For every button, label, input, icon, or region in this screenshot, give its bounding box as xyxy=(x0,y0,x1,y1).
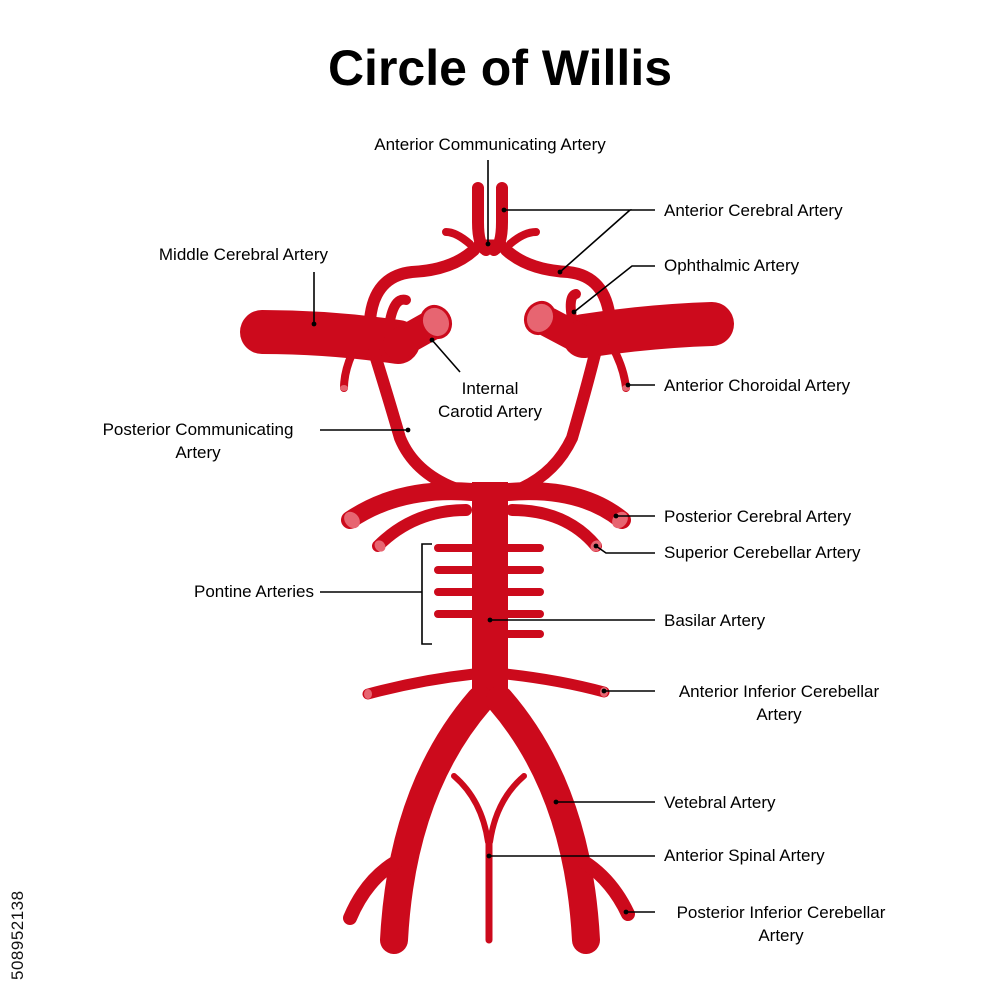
page-title: Circle of Willis xyxy=(327,40,673,96)
leader-dots xyxy=(311,207,631,915)
superior-cerebellar-artery-right xyxy=(506,504,602,552)
label-posterior-cerebral-artery: Posterior Cerebral Artery xyxy=(664,507,852,526)
label-pontine-arteries: Pontine Arteries xyxy=(193,582,314,601)
superior-cerebellar-artery-left xyxy=(372,504,472,552)
anterior-choroidal-artery-right xyxy=(608,342,630,392)
anterior-spinal-branch-left xyxy=(451,773,491,845)
leader-dot xyxy=(486,853,492,859)
label-anterior-choroidal-artery: Anterior Choroidal Artery xyxy=(664,376,851,395)
aca-branch-left xyxy=(442,228,474,248)
anterior-choroidal-opening-left xyxy=(340,385,348,391)
label-posterior-communicating-line1: Posterior Communicating xyxy=(102,420,294,439)
leader-internal-carotid xyxy=(431,339,461,373)
label-anterior-spinal-artery: Anterior Spinal Artery xyxy=(664,846,825,865)
anterior-cerebral-artery-right xyxy=(488,182,508,256)
label-posterior-inferior-cerebellar-line1: Posterior Inferior Cerebellar xyxy=(676,903,886,922)
label-internal-carotid-line1: Internal xyxy=(461,379,519,398)
posterior-cerebral-artery-left xyxy=(341,482,481,529)
leader-dot xyxy=(311,321,317,327)
posterior-cerebral-artery-right xyxy=(499,482,631,529)
anterior-inferior-cerebellar-artery-left xyxy=(362,668,480,700)
leader-dot xyxy=(625,382,631,388)
label-anterior-inferior-cerebellar-line1: Anterior Inferior Cerebellar xyxy=(678,682,880,701)
vertebral-artery-right xyxy=(486,686,600,954)
anterior-spinal-branch-right xyxy=(487,773,527,845)
leader-dot xyxy=(487,617,493,623)
aca-branch-right xyxy=(506,228,540,248)
ophthalmic-artery-left xyxy=(383,294,411,339)
ophthalmic-artery-right xyxy=(565,289,581,323)
leader-dot xyxy=(613,513,619,519)
posterior-inferior-cerebellar-artery-right xyxy=(577,855,635,921)
leader-lines xyxy=(313,160,655,913)
label-posterior-communicating-line2: Artery xyxy=(175,443,221,462)
label-posterior-inferior-cerebellar-line2: Artery xyxy=(758,926,804,945)
leader-ophthalmic xyxy=(573,265,655,313)
anterior-cerebral-artery-left xyxy=(472,182,492,256)
leader-dot xyxy=(429,337,435,343)
label-ophthalmic-artery: Ophthalmic Artery xyxy=(664,256,800,275)
vertebral-artery-left xyxy=(380,686,494,954)
middle-cerebral-artery-right xyxy=(562,302,734,358)
superior-cerebellar-opening-left xyxy=(374,540,386,552)
anterior-inferior-cerebellar-artery-right xyxy=(500,668,610,698)
label-middle-cerebral-artery: Middle Cerebral Artery xyxy=(158,245,328,264)
leader-dot xyxy=(501,207,507,213)
label-vertebral-artery: Vetebral Artery xyxy=(664,793,776,812)
anterior-choroidal-artery-left xyxy=(340,350,356,392)
leader-dot xyxy=(593,543,599,549)
arch-left xyxy=(364,244,480,326)
internal-carotid-opening-right xyxy=(523,300,557,336)
label-internal-carotid-line2: Carotid Artery xyxy=(438,402,542,421)
posterior-cerebral-opening-left xyxy=(344,511,360,529)
leader-dot xyxy=(623,909,629,915)
leader-superior-cerebellar xyxy=(595,545,655,554)
label-anterior-cerebral-artery: Anterior Cerebral Artery xyxy=(664,201,843,220)
label-basilar-artery: Basilar Artery xyxy=(664,611,766,630)
arch-right xyxy=(500,244,616,326)
leader-dot xyxy=(553,799,559,805)
posterior-inferior-cerebellar-artery-left xyxy=(343,855,403,925)
leader-dot xyxy=(485,241,491,247)
label-anterior-communicating-artery: Anterior Communicating Artery xyxy=(374,135,606,154)
leader-dot xyxy=(571,309,577,315)
label-anterior-inferior-cerebellar-line2: Artery xyxy=(756,705,802,724)
posterior-communicating-artery-right xyxy=(516,344,602,494)
stock-image-id: 508952138 xyxy=(8,890,27,980)
middle-cerebral-artery-left xyxy=(240,310,420,364)
leader-pontine xyxy=(320,543,432,645)
leader-dot xyxy=(601,688,607,694)
leader-dot xyxy=(557,269,563,275)
leader-dot xyxy=(405,427,411,433)
vessel-openings xyxy=(340,300,630,699)
vessels xyxy=(240,182,734,954)
anterior-inferior-cerebellar-opening-left xyxy=(364,689,372,699)
label-superior-cerebellar-artery: Superior Cerebellar Artery xyxy=(664,543,861,562)
posterior-communicating-artery-left xyxy=(368,346,460,494)
internal-carotid-opening-left xyxy=(419,304,453,340)
